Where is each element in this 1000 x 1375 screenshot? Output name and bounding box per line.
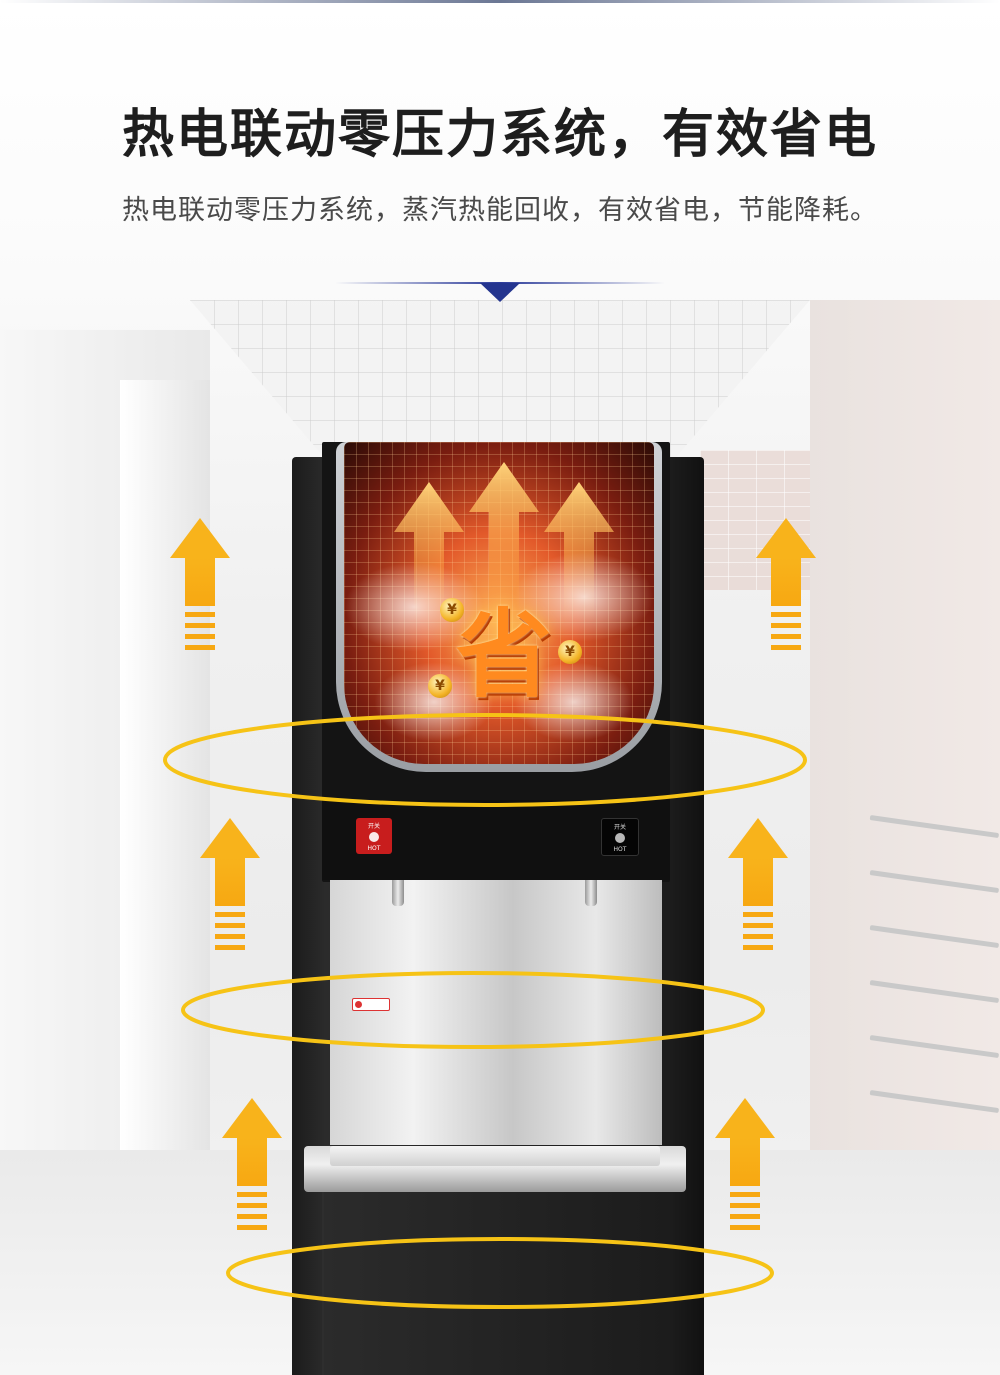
hot-water-button-left[interactable]: 开关 HOT	[356, 818, 392, 854]
water-tap-left[interactable]	[392, 880, 404, 906]
up-arrow-icon	[715, 1098, 775, 1233]
save-energy-glyph: 省	[456, 599, 552, 711]
drip-tray-grate	[330, 1146, 660, 1166]
up-arrow-icon	[170, 518, 230, 653]
chevron-down-icon	[480, 283, 520, 302]
top-border-line	[0, 0, 1000, 3]
up-arrow-icon	[222, 1098, 282, 1233]
yuan-coin-icon: ¥	[440, 598, 464, 622]
heat-visual: 省 ¥ ¥ ¥	[344, 442, 654, 764]
up-arrow-icon	[756, 518, 816, 653]
up-arrow-icon	[394, 482, 464, 622]
cabinet-seam	[322, 1192, 324, 1375]
yuan-coin-icon: ¥	[428, 674, 452, 698]
corridor-pillar	[120, 380, 210, 1160]
corridor-wall-right	[810, 300, 1000, 1200]
energy-ring-icon	[226, 1237, 774, 1309]
page-subtitle: 热电联动零压力系统，蒸汽热能回收，有效省电，节能降耗。	[122, 195, 878, 226]
steam-cloud	[514, 662, 634, 742]
button-top-label: 开关	[367, 823, 380, 830]
hot-water-button-right[interactable]: 开关 HOT	[601, 818, 639, 856]
button-bottom-label: HOT	[613, 846, 627, 853]
energy-ring-icon	[163, 713, 807, 807]
energy-ring-icon	[181, 971, 765, 1049]
button-bottom-label: HOT	[367, 845, 381, 852]
water-tap-right[interactable]	[585, 880, 597, 906]
up-arrow-icon	[200, 818, 260, 953]
up-arrow-icon	[469, 462, 539, 622]
steam-cloud	[514, 552, 654, 642]
button-top-label: 开关	[613, 824, 626, 831]
hot-warning-label	[352, 998, 390, 1011]
child-lock-icon	[615, 833, 625, 843]
up-arrow-icon	[728, 818, 788, 953]
corridor-ceiling	[190, 300, 810, 460]
page-title: 热电联动零压力系统，有效省电	[121, 105, 878, 165]
yuan-coin-icon: ¥	[558, 640, 582, 664]
stainless-steel-panel	[330, 880, 662, 1145]
child-lock-icon	[369, 832, 379, 842]
